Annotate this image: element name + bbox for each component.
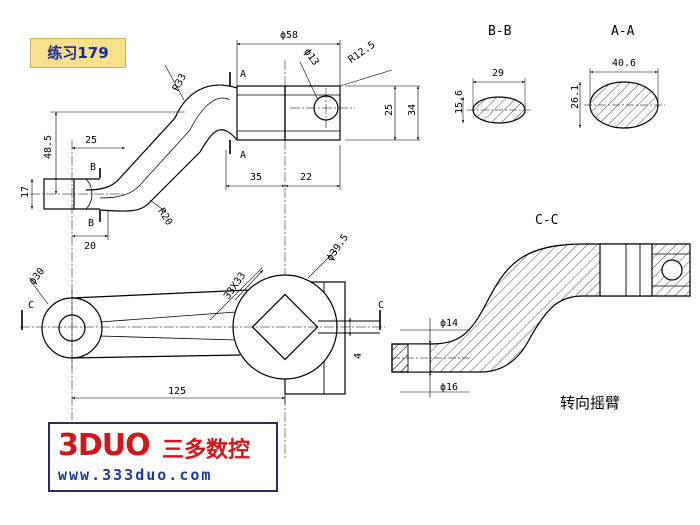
dim-phi13: ϕ13	[301, 47, 320, 68]
dim-r125: R12.5	[347, 39, 378, 65]
front-arm-bottom	[99, 129, 238, 212]
label-c-left: C	[28, 300, 34, 311]
section-cc-title: C-C	[535, 213, 558, 228]
dim-35: 35	[250, 172, 262, 183]
top-arm-top	[71, 289, 251, 299]
top-square-hole	[251, 293, 319, 361]
dim-phi16: ϕ16	[440, 382, 458, 393]
dim-25-right: 25	[384, 104, 395, 116]
label-c-right: C	[378, 300, 384, 311]
dim-34: 34	[407, 104, 418, 116]
dim-r20: R20	[155, 206, 174, 227]
top-arm-bottom	[71, 354, 241, 359]
label-b-bottom: B	[88, 218, 94, 229]
top-dimensions	[21, 249, 381, 404]
label-a-top: A	[240, 69, 246, 80]
dim-20: 20	[84, 241, 96, 252]
logo-name-cn: 三多数控	[162, 438, 251, 463]
logo-url: www.333duo.com	[58, 466, 213, 484]
dim-phi39-5: ϕ39.5	[325, 232, 351, 263]
dim-phi58: ϕ58	[280, 30, 298, 41]
dim-4: 4	[353, 353, 364, 359]
top-view	[41, 274, 380, 395]
dim-phi30: ϕ30	[27, 266, 47, 287]
top-centerlines	[20, 290, 385, 368]
logo-brand: 3DUO	[58, 428, 151, 463]
part-name: 转向摇臂	[560, 394, 620, 412]
dim-125: 125	[168, 386, 186, 397]
dim-15-6: 15.6	[454, 90, 465, 114]
dim-phi14: ϕ14	[440, 318, 458, 329]
label-b-top: B	[90, 162, 96, 173]
dim-25-top: 25	[85, 135, 97, 146]
dim-40-6: 40.6	[612, 58, 636, 69]
dim-48-5: 48.5	[43, 135, 54, 159]
section-bb: B-B 29 15.6	[454, 24, 532, 124]
label-a-bottom: A	[240, 150, 246, 161]
exercise-badge: 练习179	[30, 38, 126, 68]
dim-r33: R33	[171, 72, 189, 93]
dim-29: 29	[492, 68, 504, 79]
section-aa: A-A 40.6 26.1	[570, 24, 665, 129]
dim-17: 17	[20, 186, 31, 198]
section-cc: C-C ϕ14 ϕ16	[391, 213, 691, 398]
section-aa-title: A-A	[611, 24, 635, 39]
section-bb-title: B-B	[488, 24, 512, 39]
front-centerlines	[30, 60, 355, 460]
brand-logo: 3DUO 三多数控 www.333duo.com	[48, 422, 278, 492]
dim-26-1: 26.1	[570, 85, 581, 109]
front-dimensions	[30, 40, 420, 240]
front-dim-texts: ϕ58 ϕ13 R12.5 R33 25 34 25 48.5 17 35 22…	[20, 30, 418, 252]
front-boss-right	[284, 85, 341, 141]
dim-22: 22	[300, 172, 312, 183]
front-boss-left	[236, 85, 286, 141]
front-arm-top	[85, 84, 238, 191]
